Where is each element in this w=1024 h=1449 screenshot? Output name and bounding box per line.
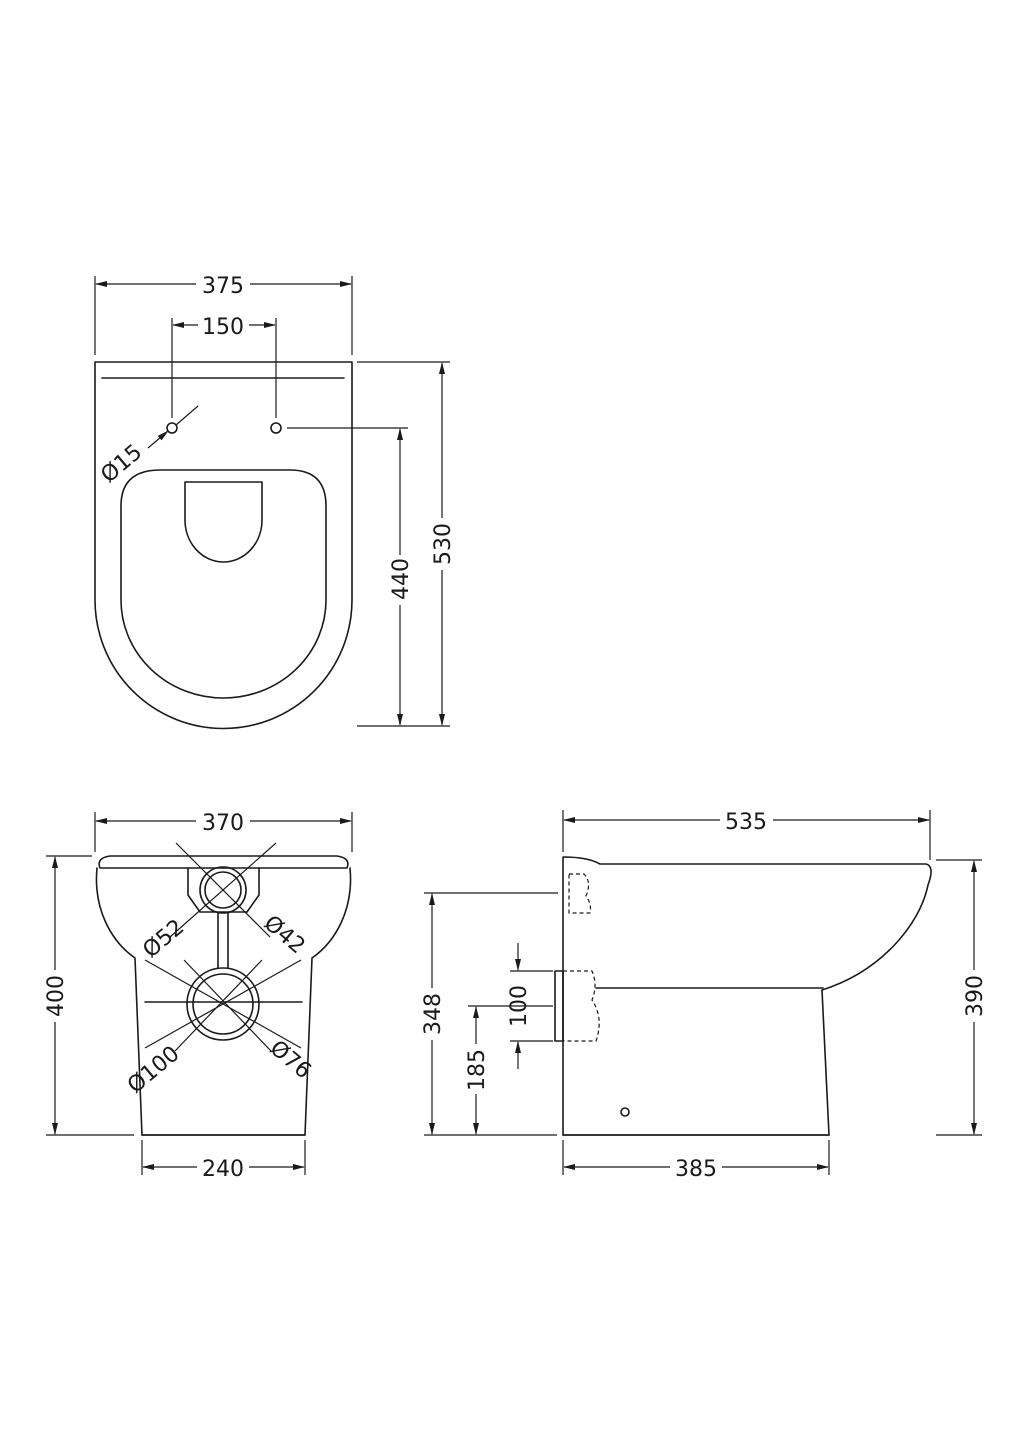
dim-front-width: 370 <box>202 811 244 836</box>
dim-front-height: 400 <box>44 975 69 1017</box>
dim-side-base: 385 <box>675 1157 717 1182</box>
front-seat-lid <box>98 855 349 869</box>
dim-front-base: 240 <box>202 1157 244 1182</box>
inlet-hidden <box>568 873 592 914</box>
dim-inlet-inner: Ø42 <box>259 911 310 959</box>
outlet-outer-circle <box>186 967 260 1041</box>
dim-side-length: 535 <box>725 810 767 835</box>
leader-line <box>147 430 169 449</box>
outlet-hidden <box>563 970 600 1042</box>
dim-inlet-outer: Ø52 <box>138 915 189 963</box>
diameter-line <box>183 959 272 1052</box>
fixing-hole <box>620 1107 630 1117</box>
dim-top-depth: 530 <box>431 523 456 565</box>
dim-side-height: 390 <box>963 975 988 1017</box>
diameter-line <box>174 959 263 1052</box>
tap-hole-right <box>270 422 282 434</box>
side-body-outline <box>562 856 932 1136</box>
dim-tap-hole: Ø15 <box>96 440 147 488</box>
leader-line <box>175 405 199 426</box>
outlet-spigot <box>554 970 564 1042</box>
dim-tap-spacing: 150 <box>202 315 244 340</box>
top-view-outline <box>94 361 353 730</box>
inlet-inner-circle <box>204 871 242 909</box>
inlet-housing <box>187 867 260 913</box>
dim-outlet-outer: Ø100 <box>123 1041 185 1098</box>
dim-outlet-height: 185 <box>465 1049 490 1091</box>
diameter-line <box>175 842 271 938</box>
outlet-inner-circle <box>192 973 254 1035</box>
tap-hole-left <box>166 422 178 434</box>
front-view: Ø52 Ø42 Ø100 Ø76 370 240 400 <box>44 811 353 1182</box>
top-view: 375 150 Ø15 440 530 <box>94 274 456 730</box>
hinge-cut <box>184 481 263 563</box>
dim-top-width: 375 <box>202 274 244 299</box>
inlet-outer-circle <box>199 866 247 914</box>
diameter-line <box>144 959 302 1049</box>
dim-inlet-height: 348 <box>421 993 446 1035</box>
side-view: 535 385 390 348 100 185 <box>421 810 988 1182</box>
dim-waste-depth: 440 <box>389 558 414 600</box>
seat-outline <box>120 469 327 699</box>
